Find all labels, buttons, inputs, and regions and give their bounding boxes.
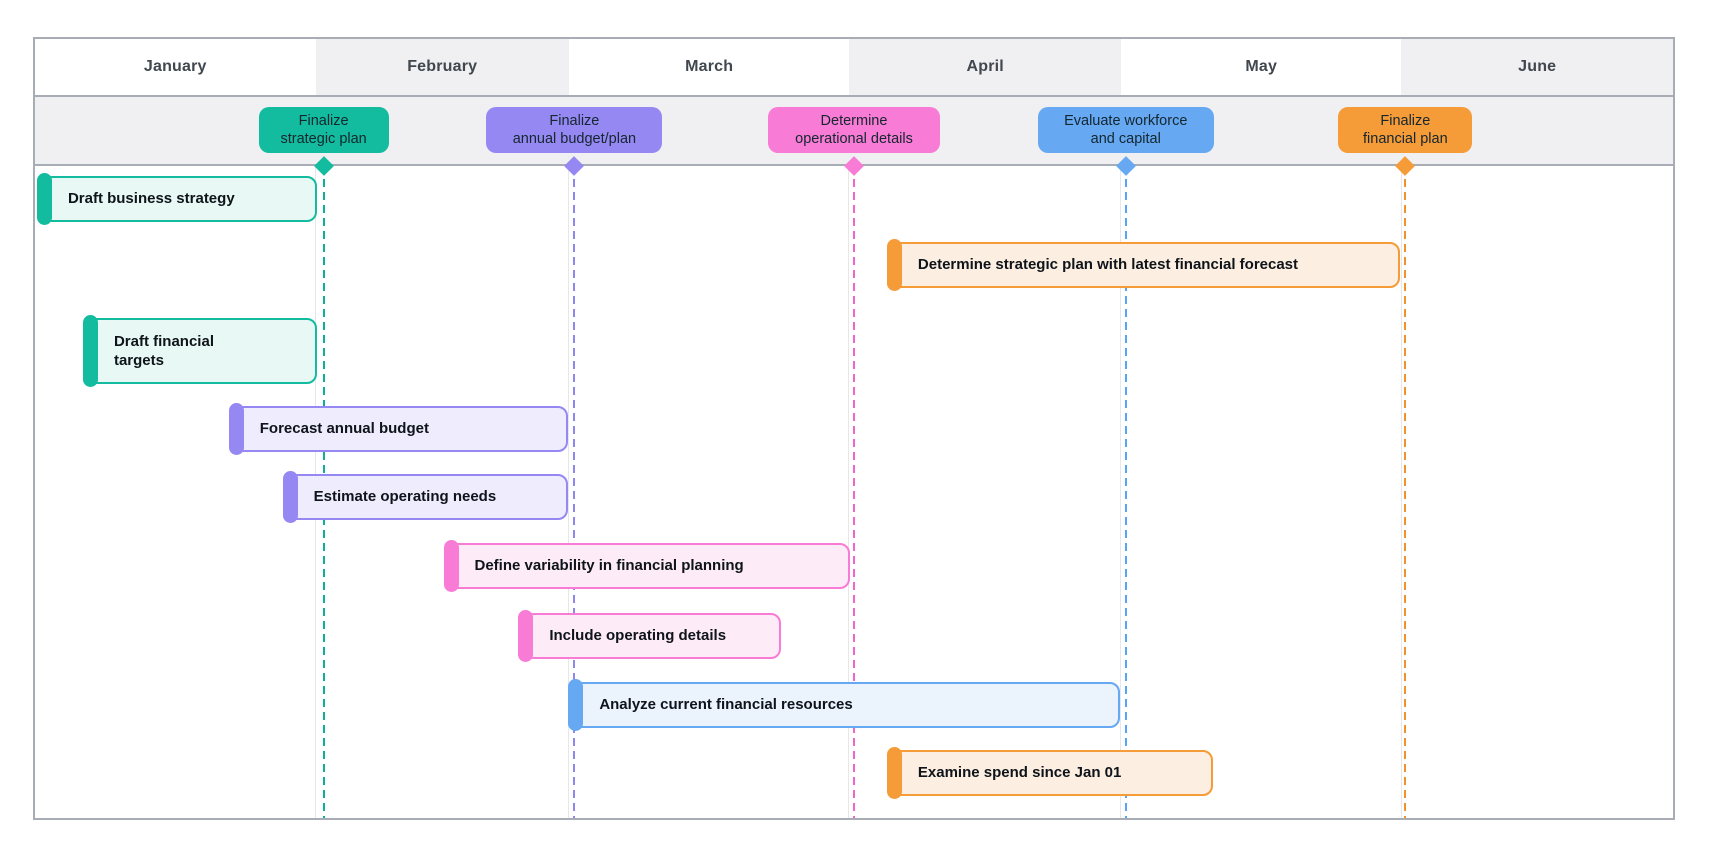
task-bar[interactable]: Draft financial targets xyxy=(82,315,317,387)
timeline-frame: January February March April May June Finaliz… xyxy=(33,37,1675,820)
task-bar-left-cap xyxy=(36,173,52,225)
month-header-row: January February March April May June xyxy=(35,39,1673,97)
task-bar-left-cap xyxy=(518,610,534,662)
task-bar-left-cap xyxy=(443,540,459,592)
milestone-pill-5[interactable]: Finalize financial plan xyxy=(1338,107,1473,153)
task-bar-label: Draft financial targets xyxy=(113,332,214,370)
task-bar-label: Analyze current financial resources xyxy=(599,696,853,714)
milestone-dashed-line-2 xyxy=(573,166,576,818)
month-gridline xyxy=(848,166,850,818)
month-cell-april: April xyxy=(849,39,1121,95)
month-gridline xyxy=(1119,166,1121,818)
milestone-dashed-line-5 xyxy=(1404,166,1407,818)
milestone-pill-label-line: annual budget/plan xyxy=(512,131,637,147)
task-bar-left-cap xyxy=(82,315,98,387)
month-cell-february: February xyxy=(315,39,569,95)
task-bar-label: Define variability in financial planning xyxy=(474,557,744,575)
milestone-pill-label-line: Determine xyxy=(820,112,888,129)
milestone-pill-label-line: financial plan xyxy=(1363,131,1448,147)
task-bar-label: Examine spend since Jan 01 xyxy=(917,764,1122,782)
month-label: April xyxy=(966,58,1004,75)
milestone-pill-1[interactable]: Finalize strategic plan xyxy=(258,107,389,153)
milestone-pill-label-line: Finalize xyxy=(549,112,600,129)
task-bar[interactable]: Estimate operating needs xyxy=(282,471,569,523)
milestone-pill-label-line: operational details xyxy=(795,131,913,147)
month-label: May xyxy=(1245,58,1278,75)
month-cell-january: January xyxy=(35,39,316,95)
task-bar[interactable]: Determine strategic plan with latest fin… xyxy=(886,239,1401,291)
task-bar[interactable]: Draft business strategy xyxy=(36,173,317,225)
task-bar[interactable]: Analyze current financial resources xyxy=(568,679,1120,731)
milestone-pill-2[interactable]: Finalize annual budget/plan xyxy=(486,107,663,153)
task-bar-left-cap xyxy=(282,471,298,523)
milestone-pill-4[interactable]: Evaluate workforce and capital xyxy=(1037,107,1214,153)
task-bar[interactable]: Forecast annual budget xyxy=(228,403,569,455)
task-bar-left-cap xyxy=(886,747,902,799)
task-bar-left-cap xyxy=(886,239,902,291)
task-bar-label: Draft business strategy xyxy=(67,190,235,208)
month-gridline xyxy=(567,166,569,818)
month-label: March xyxy=(685,58,734,75)
task-bar[interactable]: Include operating details xyxy=(518,610,782,662)
milestone-band: Finalize strategic plan Finalize annual bud… xyxy=(35,97,1673,176)
task-bar-left-cap xyxy=(228,403,244,455)
task-bar-label: Determine strategic plan with latest fin… xyxy=(917,256,1299,274)
milestone-pill-label-line: Finalize xyxy=(298,112,349,129)
milestone-dashed-line-4 xyxy=(1124,166,1127,818)
milestone-pill-label-line: strategic plan xyxy=(280,131,367,147)
task-bar-left-cap xyxy=(568,679,584,731)
month-cell-may: May xyxy=(1121,39,1402,95)
milestone-pill-3[interactable]: Determine operational details xyxy=(768,107,940,153)
task-bar[interactable]: Define variability in financial planning xyxy=(443,540,851,592)
month-label: January xyxy=(143,58,207,75)
month-cell-june: June xyxy=(1401,39,1673,95)
month-label: February xyxy=(407,58,478,75)
milestone-pill-label-line: and capital xyxy=(1090,131,1161,147)
task-bar-label: Include operating details xyxy=(549,627,727,645)
milestone-pill-label-line: Evaluate workforce xyxy=(1064,112,1188,129)
task-bar-label: Forecast annual budget xyxy=(259,420,429,438)
month-gridline xyxy=(1400,166,1402,818)
task-bar[interactable]: Examine spend since Jan 01 xyxy=(886,747,1213,799)
milestone-pill-label-line: Finalize xyxy=(1380,112,1431,129)
month-label: June xyxy=(1518,58,1557,75)
month-cell-march: March xyxy=(569,39,850,95)
task-bar-label: Estimate operating needs xyxy=(313,488,497,506)
milestone-dashed-line-3 xyxy=(853,166,855,818)
